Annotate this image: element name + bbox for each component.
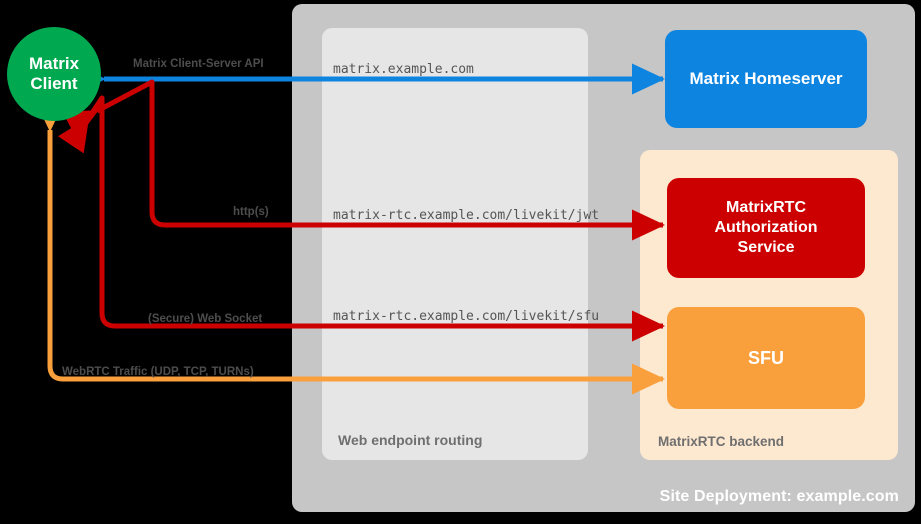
- node-matrix-homeserver[interactable]: Matrix Homeserver: [665, 30, 867, 128]
- auth-service-label-line3: Service: [737, 239, 795, 256]
- label-matrix-client-server-api: Matrix Client-Server API: [133, 58, 264, 70]
- web-endpoint-routing-label: Web endpoint routing: [338, 432, 483, 448]
- matrix-client-label-line1: Matrix: [28, 53, 80, 73]
- sfu-label: SFU: [748, 347, 784, 368]
- matrix-homeserver-label: Matrix Homeserver: [689, 69, 843, 88]
- endpoint-matrix-example-com: matrix.example.com: [333, 62, 474, 77]
- node-matrixrtc-authorization-service[interactable]: MatrixRTC Authorization Service: [667, 178, 865, 278]
- arrow-http-jwt: [62, 79, 666, 241]
- endpoint-livekit-sfu: matrix-rtc.example.com/livekit/sfu: [333, 309, 600, 324]
- matrix-client-label-line2: Client: [30, 74, 78, 93]
- auth-service-label-line2: Authorization: [714, 219, 818, 236]
- label-secure-web-socket: (Secure) Web Socket: [148, 313, 263, 325]
- site-deployment-label: Site Deployment: example.com: [659, 488, 899, 505]
- auth-service-label-line1: MatrixRTC: [725, 199, 806, 216]
- arrow-webrtc-traffic: [34, 99, 666, 395]
- node-sfu[interactable]: SFU: [667, 307, 865, 409]
- endpoint-livekit-jwt: matrix-rtc.example.com/livekit/jwt: [333, 208, 600, 223]
- label-https: http(s): [233, 206, 269, 218]
- node-matrix-client[interactable]: Matrix Client: [7, 27, 101, 121]
- label-webrtc-traffic: WebRTC Traffic (UDP, TCP, TURNs): [62, 366, 254, 378]
- matrixrtc-backend-label: MatrixRTC backend: [658, 434, 785, 449]
